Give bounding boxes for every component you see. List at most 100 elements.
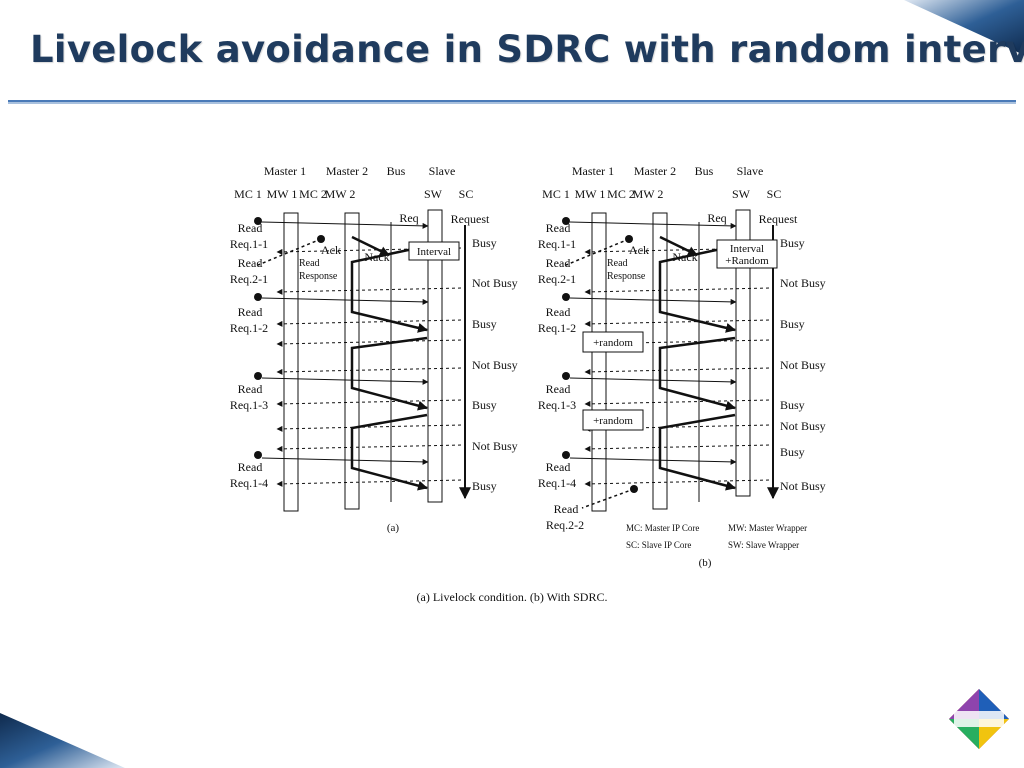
slave-state-label: Not Busy (780, 358, 826, 372)
nack-zigzag (658, 244, 736, 333)
read-response-label: Response (607, 271, 646, 282)
slave-state-label: Busy (780, 236, 805, 250)
slave-state-label: Not Busy (780, 419, 826, 433)
request-dot (562, 451, 570, 459)
response-arrow (276, 367, 462, 375)
request-dot (562, 293, 570, 301)
request-label: Req.1-4 (230, 476, 268, 490)
request-label: Req.1-4 (538, 476, 576, 490)
request-dot (254, 372, 262, 380)
request-label: Req.1-3 (538, 398, 576, 412)
lifeline-mw1 (283, 212, 299, 512)
header-top-label: Bus (387, 164, 406, 178)
interval-box-text: Interval (417, 246, 451, 258)
response-arrow (276, 424, 462, 432)
lifeline-sw (735, 209, 751, 497)
header-bottom-label: SW (424, 187, 443, 201)
request-arrow (261, 297, 429, 305)
nack-zigzag (351, 235, 390, 257)
request-label: Req.2-2 (546, 518, 584, 532)
request-label: Req.1-1 (230, 237, 268, 251)
response-arrow (276, 444, 462, 452)
request-label: Read (238, 382, 263, 396)
interval-box (408, 241, 460, 261)
header-bottom-label: MW 1 (575, 187, 606, 201)
eslab-logo (949, 689, 1009, 749)
request-label: Read (546, 305, 571, 319)
request-label: Read (546, 460, 571, 474)
slave-state-label: Busy (472, 398, 497, 412)
request-arrow (261, 457, 429, 465)
corner-decoration-bottom-left (0, 713, 125, 768)
request-label: Read (238, 221, 263, 235)
panel-sublabel: (a) (387, 522, 400, 534)
request-label: Req.1-3 (230, 398, 268, 412)
response-arrow (584, 479, 770, 487)
request-label: Read (546, 256, 571, 270)
slave-state-label: Busy (472, 479, 497, 493)
header-bottom-label: MC 1 (542, 187, 570, 201)
request-label: Read (554, 502, 579, 516)
response-arrow (276, 339, 462, 347)
response-arrow (584, 287, 770, 295)
panel-sublabel: (b) (699, 557, 712, 569)
legend-text: SC: Slave IP Core (626, 540, 691, 550)
header-top-label: Master 1 (572, 164, 614, 178)
request-label: Req.2-1 (538, 272, 576, 286)
header-bottom-label: MW 1 (267, 187, 298, 201)
request-arrow (569, 297, 737, 305)
response-arrow (584, 399, 770, 407)
request-label: Req.1-1 (538, 237, 576, 251)
legend-text: MW: Master Wrapper (728, 523, 807, 533)
request-label: Req.1-2 (230, 321, 268, 335)
read-response-label: Response (299, 271, 338, 282)
response-arrow (584, 339, 770, 347)
req-label: Req (399, 211, 418, 225)
slave-state-label: Busy (472, 317, 497, 331)
legend-text: SW: Slave Wrapper (728, 540, 799, 550)
lifeline-mw1 (591, 212, 607, 512)
request-arrow (261, 377, 429, 385)
slave-state-label: Busy (780, 317, 805, 331)
response-arrow (276, 399, 462, 407)
request-dot (562, 217, 570, 225)
header-bottom-label: MW 2 (325, 187, 356, 201)
header-top-label: Master 2 (634, 164, 676, 178)
slave-state-label: Not Busy (780, 479, 826, 493)
req22-line (581, 488, 635, 509)
request-label: Req.1-2 (538, 321, 576, 335)
slave-state-label: Busy (472, 236, 497, 250)
response-arrow (584, 424, 770, 432)
response-arrow (276, 319, 462, 327)
legend-text: MC: Master IP Core (626, 523, 699, 533)
header-top-label: Master 2 (326, 164, 368, 178)
ack-label: Ack (321, 243, 341, 257)
interval-random-box-text: Interval (730, 243, 764, 255)
slide-title: Livelock avoidance in SDRC with random i… (30, 28, 1024, 71)
random-box-text: +random (593, 337, 633, 349)
request-dot (562, 372, 570, 380)
interval-random-box-text: +Random (725, 255, 769, 267)
nack-zigzag (659, 235, 698, 257)
header-bottom-label: SC (459, 187, 474, 201)
response-arrow (584, 367, 770, 375)
ack-line (565, 238, 630, 266)
slave-state-label: Not Busy (472, 439, 518, 453)
slave-state-label: Busy (780, 398, 805, 412)
header-bottom-label: MW 2 (633, 187, 664, 201)
request-text: Request (759, 212, 798, 226)
read-response-label: Read (607, 258, 628, 269)
request-arrow (569, 221, 737, 229)
interval-random-box (716, 239, 778, 269)
corner-decoration-top-right (904, 0, 1024, 55)
random-box (582, 409, 644, 431)
request-label: Read (546, 382, 571, 396)
request-arrow (261, 221, 429, 229)
random-box (582, 331, 644, 353)
ack-label: Ack (629, 243, 649, 257)
request-label: Read (546, 221, 571, 235)
response-arrow (584, 444, 770, 452)
header-bottom-label: SC (767, 187, 782, 201)
header-top-label: Bus (695, 164, 714, 178)
